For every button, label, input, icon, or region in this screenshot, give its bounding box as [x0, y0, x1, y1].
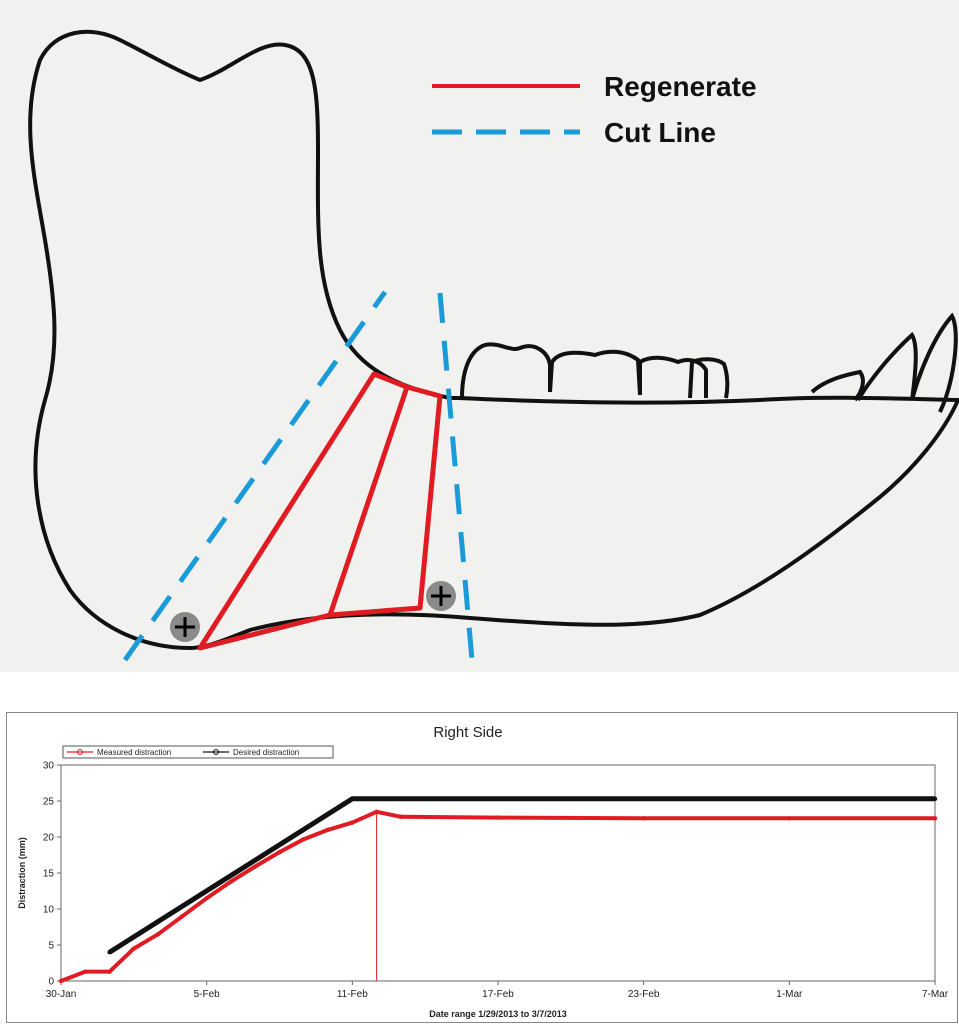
- y-tick-label: 0: [48, 977, 54, 988]
- x-axis-label: Date range 1/29/2013 to 3/7/2013: [429, 1009, 567, 1019]
- measured-point: [156, 932, 160, 936]
- y-tick-label: 25: [43, 797, 55, 808]
- measured-point: [496, 815, 500, 819]
- measured-point: [204, 896, 208, 900]
- measured-point: [787, 816, 791, 820]
- mandible-diagram: Regenerate Cut Line: [0, 0, 959, 672]
- desired-point: [933, 797, 937, 801]
- x-ticks: 30-Jan 5-Feb 11-Feb 17-Feb 23-Feb 1-Mar 7-Mar: [46, 981, 949, 1000]
- incisor-1: [858, 335, 916, 400]
- x-tick-label: 5-Feb: [194, 989, 221, 1000]
- molar-3: [640, 358, 706, 398]
- diagram-legend: Regenerate Cut Line: [432, 71, 757, 148]
- x-tick-label: 7-Mar: [922, 989, 949, 1000]
- chart-svg: Right Side Measured distraction Desired …: [7, 713, 959, 1024]
- measured-point: [229, 879, 233, 883]
- mandible-outline: [30, 32, 958, 648]
- measured-point: [326, 828, 330, 832]
- measured-point: [277, 850, 281, 854]
- mandible-svg: Regenerate Cut Line: [0, 0, 959, 672]
- measured-point: [374, 810, 378, 814]
- y-tick-label: 5: [48, 941, 54, 952]
- desired-point: [350, 797, 354, 801]
- y-axis-label: Distraction (mm): [17, 837, 27, 909]
- series-desired-line: [110, 799, 935, 952]
- legend-desired: Desired distraction: [233, 748, 299, 757]
- molar-2: [550, 352, 640, 395]
- legend-measured: Measured distraction: [97, 748, 171, 757]
- molar-1: [462, 344, 550, 398]
- legend-regenerate-label: Regenerate: [604, 71, 757, 102]
- x-tick-label: 1-Mar: [776, 989, 803, 1000]
- desired-point: [107, 950, 111, 954]
- measured-point: [399, 815, 403, 819]
- distraction-chart: Right Side Measured distraction Desired …: [6, 712, 958, 1023]
- measured-point: [302, 837, 306, 841]
- x-tick-label: 23-Feb: [628, 989, 660, 1000]
- measured-point: [83, 969, 87, 973]
- chart-title: Right Side: [433, 724, 502, 741]
- regenerate-outline: [200, 374, 440, 648]
- x-tick-label: 30-Jan: [46, 989, 77, 1000]
- legend-cut-line-label: Cut Line: [604, 117, 716, 148]
- screw-anterior: [426, 581, 456, 611]
- measured-point: [132, 946, 136, 950]
- measured-point: [107, 969, 111, 973]
- x-tick-label: 11-Feb: [337, 989, 368, 1000]
- y-ticks: 0 5 10 15 20 25 30: [43, 761, 61, 988]
- measured-point: [180, 914, 184, 918]
- screw-posterior: [170, 612, 200, 642]
- cut-line-posterior: [125, 292, 385, 660]
- y-tick-label: 20: [43, 833, 55, 844]
- y-tick-label: 30: [43, 761, 55, 772]
- premolar: [690, 359, 727, 398]
- series-layer: [59, 797, 937, 984]
- x-tick-label: 17-Feb: [482, 989, 514, 1000]
- measured-point: [253, 864, 257, 868]
- y-tick-label: 10: [43, 905, 55, 916]
- chart-legend: Measured distraction Desired distraction: [63, 746, 333, 758]
- y-tick-label: 15: [43, 869, 55, 880]
- measured-point: [350, 820, 354, 824]
- measured-point: [641, 816, 645, 820]
- measured-point: [59, 979, 63, 983]
- series-measured-line: [61, 812, 935, 981]
- measured-point: [933, 816, 937, 820]
